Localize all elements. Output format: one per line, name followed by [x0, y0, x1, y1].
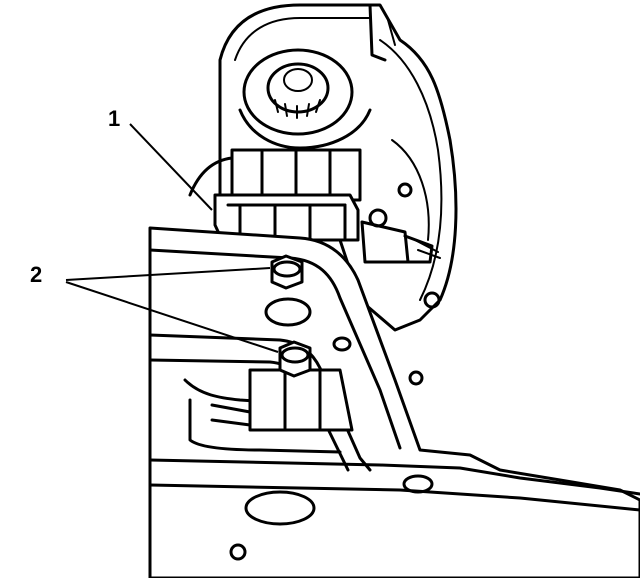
leader-2b	[65, 281, 279, 353]
lower-bolt	[278, 340, 312, 378]
transmission-mount	[188, 148, 362, 242]
output-shaft	[238, 48, 372, 150]
mount-bolts	[270, 254, 312, 378]
callout-2: 2	[30, 262, 43, 287]
leader-2a	[65, 267, 271, 281]
sensor-connector	[360, 208, 441, 264]
leader-lines	[65, 123, 279, 353]
upper-bolt	[270, 254, 304, 290]
leader-1	[129, 123, 213, 211]
callout-1: 1	[108, 106, 121, 131]
housing-bosses	[397, 182, 441, 386]
